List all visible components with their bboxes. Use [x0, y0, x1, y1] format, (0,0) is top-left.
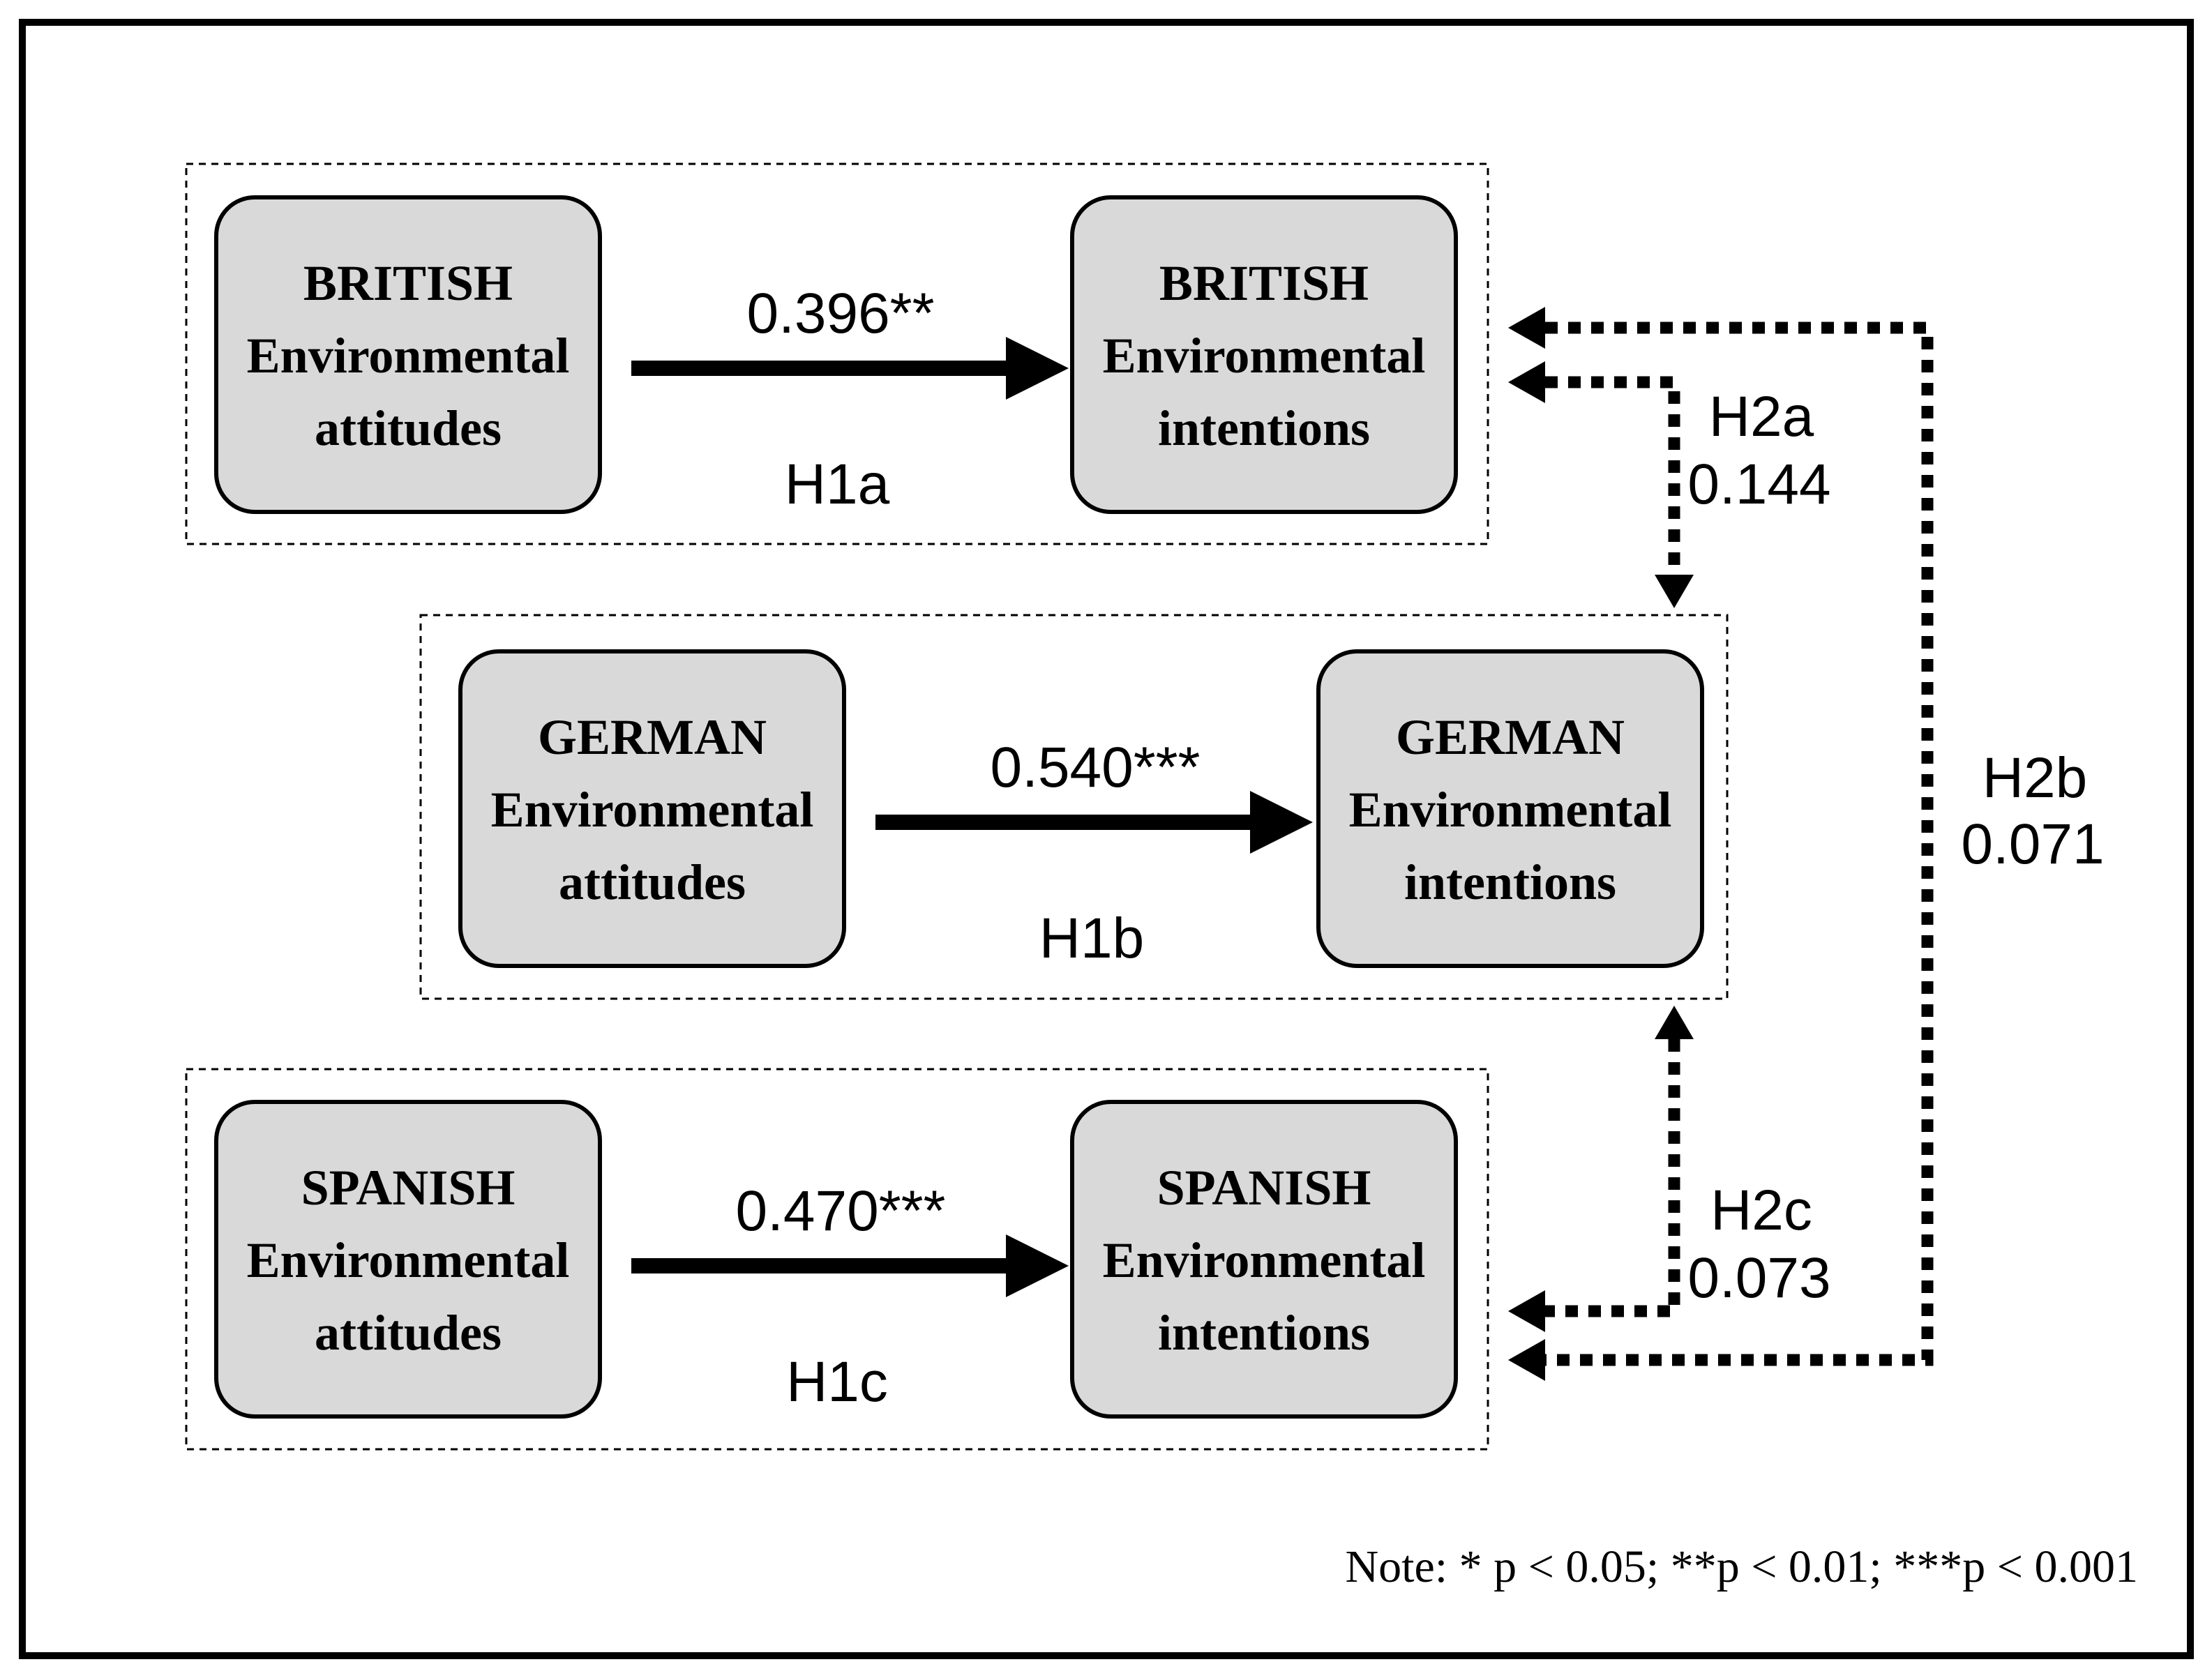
- german-intentions-line1: GERMAN: [1396, 709, 1625, 765]
- h2b-dotted-path: [1545, 322, 1934, 1366]
- hypothesis-label-h2b: H2b: [1982, 746, 2087, 810]
- significance-note: Note: * p < 0.05; **p < 0.01; ***p < 0.0…: [1346, 1541, 2138, 1592]
- german-intentions-box: [1316, 649, 1704, 968]
- german-attitudes-line1: GERMAN: [538, 709, 767, 765]
- german-intentions-line2: Environmental: [1349, 782, 1672, 838]
- spanish-path-arrow-head: [1006, 1234, 1069, 1297]
- spanish-intentions-line3: intentions: [1158, 1305, 1370, 1361]
- h2a-dotted-path: [1545, 376, 1680, 575]
- german-attitudes-line2: Environmental: [491, 782, 814, 838]
- hypothesis-label-h1a: H1a: [785, 453, 890, 516]
- h2c-arrow-head-spanish: [1508, 1290, 1545, 1332]
- spanish-coefficient-label: 0.470***: [736, 1179, 946, 1243]
- british-coefficient-label: 0.396**: [746, 282, 934, 345]
- hypothesis-label-h1c: H1c: [786, 1350, 888, 1414]
- german-coefficient-label: 0.540***: [991, 736, 1201, 799]
- h2c-arrow-head-german: [1655, 1006, 1694, 1039]
- british-attitudes-box: [214, 195, 602, 514]
- spanish-intentions-box: [1070, 1100, 1458, 1419]
- h2b-arrow-head-british: [1508, 307, 1545, 349]
- german-intentions-line3: intentions: [1404, 854, 1616, 910]
- british-attitudes-line2: Environmental: [247, 328, 570, 384]
- german-section-frame: [419, 614, 1729, 1000]
- h2b-arrow-head-spanish: [1508, 1339, 1545, 1381]
- spanish-path-arrow-shaft: [631, 1258, 1008, 1273]
- british-intentions-line3: intentions: [1158, 400, 1370, 456]
- german-attitudes-box: [458, 649, 846, 968]
- german-attitudes-line3: attitudes: [559, 854, 746, 910]
- h2a-arrow-head-german: [1655, 575, 1694, 608]
- spanish-attitudes-line3: attitudes: [315, 1305, 502, 1361]
- british-path-arrow-shaft: [631, 361, 1008, 376]
- german-path-arrow-head: [1250, 791, 1313, 854]
- british-intentions-line1: BRITISH: [1159, 255, 1369, 311]
- spanish-attitudes-line1: SPANISH: [301, 1160, 516, 1216]
- british-path-arrow-head: [1006, 337, 1069, 400]
- british-attitudes-line3: attitudes: [315, 400, 502, 456]
- british-intentions-line2: Environmental: [1103, 328, 1426, 384]
- hypothesis-label-h2c: H2c: [1710, 1179, 1812, 1242]
- british-attitudes-line1: BRITISH: [303, 255, 513, 311]
- hypothesis-label-h2a: H2a: [1709, 385, 1814, 448]
- spanish-attitudes-box: [214, 1100, 602, 1419]
- spanish-intentions-line1: SPANISH: [1157, 1160, 1371, 1216]
- h2b-coefficient-label: 0.071: [1961, 812, 2104, 876]
- hypothesis-label-h1b: H1b: [1039, 907, 1144, 970]
- german-path-arrow-shaft: [875, 815, 1252, 830]
- british-intentions-box: [1070, 195, 1458, 514]
- h2a-coefficient-label: 0.144: [1687, 453, 1830, 516]
- spanish-attitudes-line2: Environmental: [247, 1232, 570, 1288]
- spanish-intentions-line2: Environmental: [1103, 1232, 1426, 1288]
- h2c-coefficient-label: 0.073: [1687, 1246, 1830, 1310]
- h2a-arrow-head-british: [1508, 361, 1545, 403]
